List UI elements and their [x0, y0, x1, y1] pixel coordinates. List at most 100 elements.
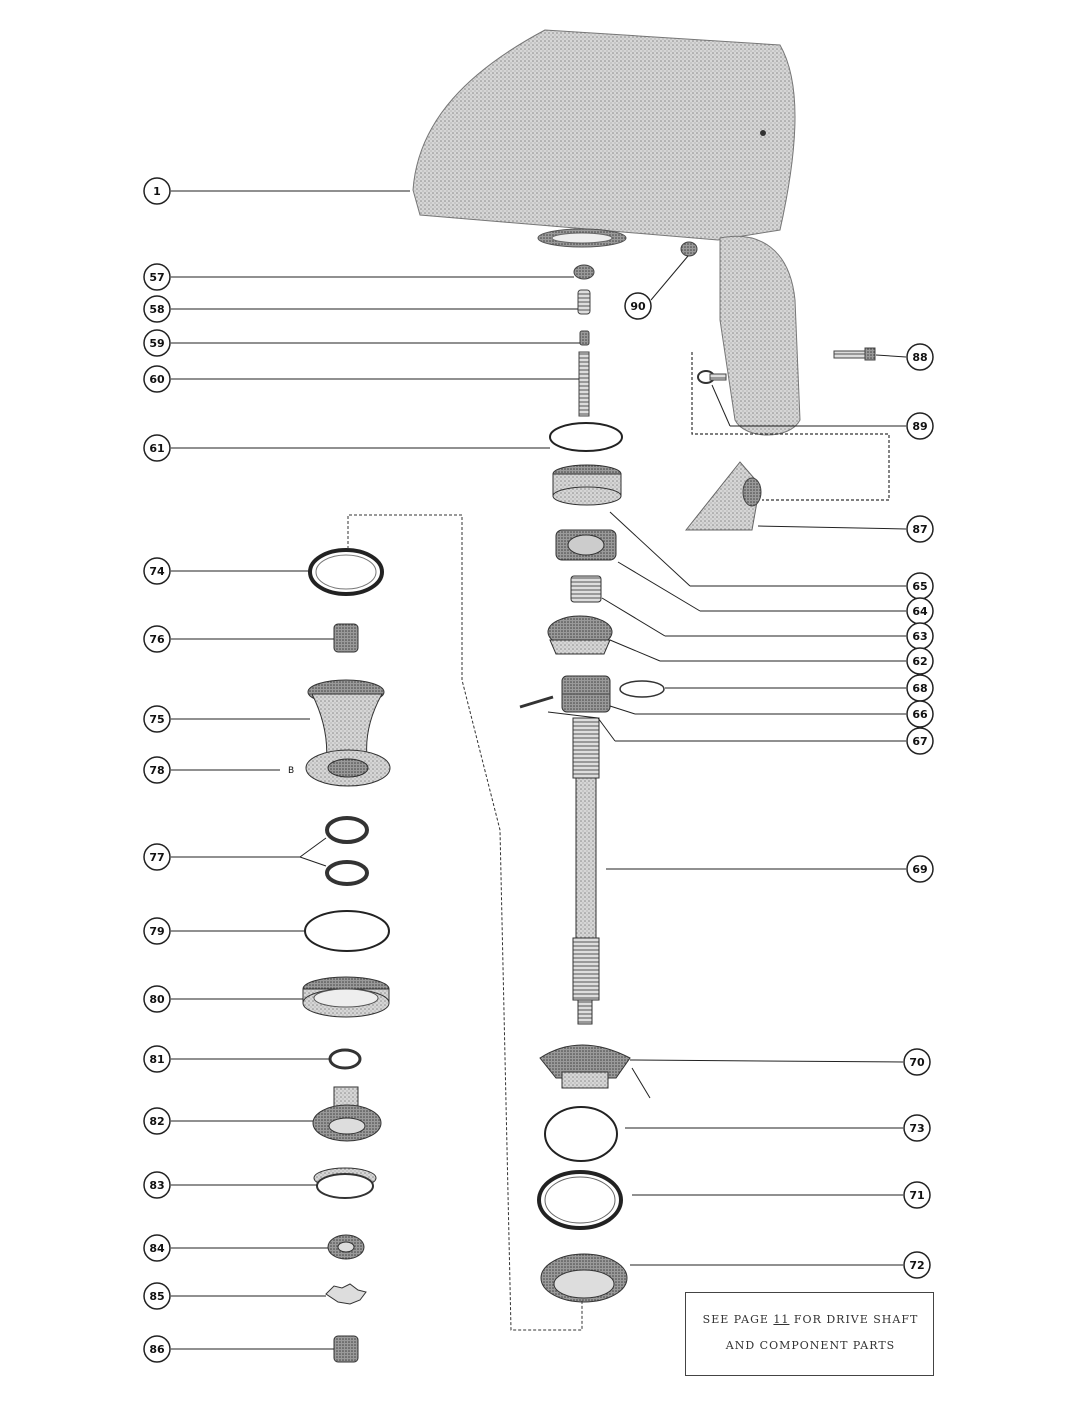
callout-number-71: 71 — [909, 1189, 924, 1202]
part-82-bearing — [312, 1086, 382, 1142]
callout-circle-84 — [143, 1234, 171, 1262]
part-69-shaft — [572, 717, 600, 1025]
part-71-shim — [537, 1170, 623, 1230]
callout-77: 77 — [143, 843, 171, 871]
callout-circle-69 — [906, 855, 934, 883]
callout-88: 88 — [906, 343, 934, 371]
callout-number-60: 60 — [149, 373, 165, 386]
callout-87: 87 — [906, 515, 934, 543]
callout-90: 90 — [624, 292, 652, 320]
callout-number-83: 83 — [149, 1179, 164, 1192]
note-line-2: AND COMPONENT PARTS — [725, 1339, 896, 1352]
callout-circle-85 — [143, 1282, 171, 1310]
assembly-link-line — [691, 352, 890, 501]
callout-number-62: 62 — [912, 655, 927, 668]
callout-number-79: 79 — [149, 925, 164, 938]
callout-68: 68 — [906, 674, 934, 702]
callout-73: 73 — [903, 1114, 931, 1142]
callout-number-65: 65 — [912, 580, 927, 593]
note-line-1: SEE PAGE 11 FOR DRIVE SHAFT — [686, 1313, 935, 1326]
part-83-seal — [313, 1167, 377, 1199]
callout-number-85: 85 — [149, 1290, 164, 1303]
callout-61: 61 — [143, 434, 171, 462]
callout-number-74: 74 — [149, 565, 165, 578]
callout-number-67: 67 — [912, 735, 927, 748]
callout-circle-87 — [906, 515, 934, 543]
leader-line-87 — [757, 525, 907, 530]
part-62-pinion-gear — [547, 615, 613, 655]
part-87-trim-tab — [684, 461, 762, 531]
callout-70: 70 — [903, 1048, 931, 1076]
part-64-bearing — [555, 529, 617, 561]
part-61-shim-ring — [549, 422, 623, 452]
callout-74: 74 — [143, 557, 171, 585]
callout-circle-86 — [143, 1335, 171, 1363]
callout-circle-67 — [906, 727, 934, 755]
callout-group: 1575859606174767578777980818283848586908… — [143, 177, 934, 1363]
callout-circle-81 — [143, 1045, 171, 1073]
callout-number-87: 87 — [912, 523, 927, 536]
callout-circle-59 — [143, 329, 171, 357]
callout-65: 65 — [906, 572, 934, 600]
part-76-bushing — [333, 623, 359, 653]
callout-number-64: 64 — [912, 605, 928, 618]
group-bracket-line — [347, 514, 583, 1331]
callout-number-58: 58 — [149, 303, 164, 316]
callout-1: 1 — [143, 177, 171, 205]
callout-number-81: 81 — [149, 1053, 164, 1066]
leader-line-66 — [609, 705, 636, 715]
callout-circle-70 — [903, 1048, 931, 1076]
part-58-stud — [577, 289, 591, 315]
callout-circle-61 — [143, 434, 171, 462]
callout-82: 82 — [143, 1107, 171, 1135]
callout-number-57: 57 — [149, 271, 164, 284]
callout-number-61: 61 — [149, 442, 164, 455]
callout-circle-74 — [143, 557, 171, 585]
callout-circle-80 — [143, 985, 171, 1013]
callout-number-59: 59 — [149, 337, 164, 350]
leader-line-77 — [299, 837, 327, 858]
leader-lines — [171, 190, 907, 1350]
callout-59: 59 — [143, 329, 171, 357]
callout-number-66: 66 — [912, 708, 928, 721]
part-80-cup — [302, 976, 390, 1018]
part-72-bearing — [540, 1253, 628, 1303]
part-67-pin — [519, 695, 554, 709]
callout-circle-66 — [906, 700, 934, 728]
callout-circle-88 — [906, 343, 934, 371]
part-60-threaded-rod — [578, 351, 590, 417]
callout-75: 75 — [143, 705, 171, 733]
callout-number-68: 68 — [912, 682, 927, 695]
callout-60: 60 — [143, 365, 171, 393]
callout-circle-71 — [903, 1181, 931, 1209]
callout-number-82: 82 — [149, 1115, 164, 1128]
part-74-ring — [308, 548, 384, 596]
callout-circle-79 — [143, 917, 171, 945]
part-73-ring — [544, 1106, 618, 1162]
leader-line-70 — [631, 1067, 651, 1099]
part-68-ring — [619, 680, 665, 698]
callout-number-86: 86 — [149, 1343, 165, 1356]
callout-number-63: 63 — [912, 630, 927, 643]
callout-89: 89 — [906, 412, 934, 440]
leader-line-89 — [711, 384, 731, 427]
callout-circle-60 — [143, 365, 171, 393]
callout-number-72: 72 — [909, 1259, 924, 1272]
part-88-screw — [833, 347, 876, 361]
leader-line-65 — [609, 511, 691, 587]
callout-number-80: 80 — [149, 993, 165, 1006]
callout-number-78: 78 — [149, 764, 164, 777]
part-66-clutch — [561, 675, 611, 713]
callout-58: 58 — [143, 295, 171, 323]
callout-circle-57 — [143, 263, 171, 291]
callout-circle-90 — [624, 292, 652, 320]
stray-label-b: B — [288, 766, 294, 776]
gear-housing — [412, 29, 801, 436]
callout-79: 79 — [143, 917, 171, 945]
part-90-plug — [680, 241, 698, 257]
callout-number-75: 75 — [149, 713, 164, 726]
callout-circle-73 — [903, 1114, 931, 1142]
callout-64: 64 — [906, 597, 934, 625]
callout-number-69: 69 — [912, 863, 927, 876]
